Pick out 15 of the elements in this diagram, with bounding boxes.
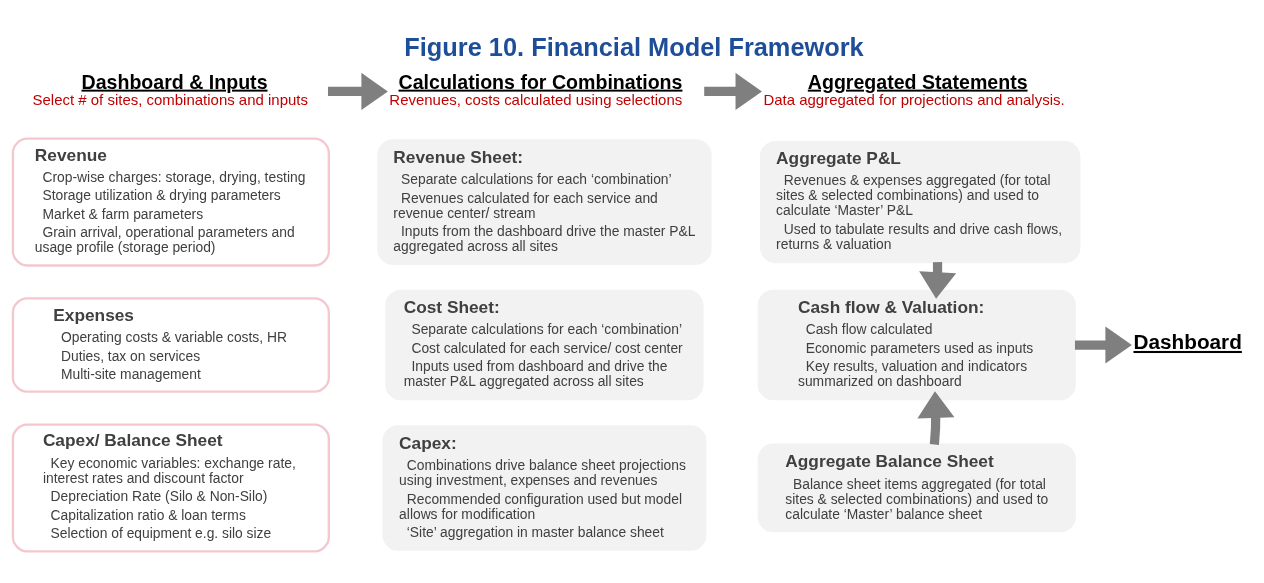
node-box: Aggregate P&L Revenues & expenses aggregated (for total sites & selected combinations) and used to calculate ‘Master’ P&L Used to tabulate results and drive cash flows, returns & valuation: [759, 140, 1081, 263]
arrow: [1074, 326, 1132, 364]
node-box: Expenses Operating costs & variable costs, HR Duties, tax on services Multi-site management: [11, 296, 330, 393]
arrow: [328, 72, 388, 110]
arrow: [917, 390, 955, 445]
arrow: [704, 72, 762, 110]
node-box: Cash flow & Valuation: Cash flow calculated Economic parameters used as inputs Key results, valuation and indicators summarized on dashboard: [757, 289, 1076, 400]
node-text: Dashboard & Inputs Select # of sites, combinations and inputs: [32, 70, 308, 108]
node-box: Revenue Crop-wise charges: storage, drying, testing Storage utilization & drying parameters Market & farm parameters Grain arrival, operational parameters and usage profile (storage period): [11, 137, 330, 267]
node-text: Dashboard: [1133, 329, 1242, 353]
node-box: Aggregate Balance Sheet Balance sheet items aggregated (for total sites & selected combinations) and used to calculate ‘Master’ balance sheet: [757, 443, 1076, 532]
node-text: Calculations for Combinations Revenues, costs calculated using selections: [389, 70, 683, 108]
node-box: Capex/ Balance Sheet Key economic variables: exchange rate, interest rates and discount factor Depreciation Rate (Silo & Non-Silo) Capitalization ratio & loan terms Selection of equipment e.g. silo size: [11, 422, 330, 553]
node-text: Aggregated Statements Data aggregated for projections and analysis.: [763, 70, 1065, 108]
diagram-title: Figure 10. Financial Model Framework: [404, 32, 864, 61]
